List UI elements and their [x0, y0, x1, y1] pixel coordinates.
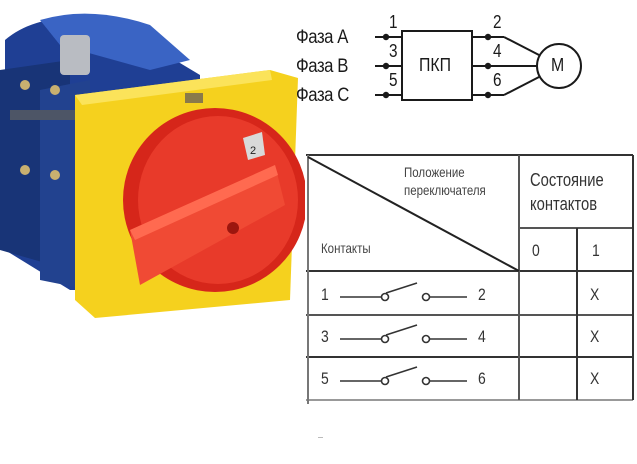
position-0-header: 0: [532, 241, 540, 260]
row-3-to: 6: [478, 369, 486, 388]
phase-c-label: Фаза C: [296, 85, 349, 106]
row-2-from: 3: [321, 327, 329, 346]
row-3-pos1: X: [590, 369, 600, 388]
phase-b-label: Фаза B: [296, 56, 348, 77]
header-position-line1: Положение: [404, 164, 465, 180]
terminal-2: 2: [493, 12, 502, 32]
motor-symbol: [536, 43, 582, 89]
stray-mark: [318, 437, 323, 438]
cam-switch-photo: 2: [0, 13, 305, 318]
terminal-1: 1: [389, 12, 398, 32]
row-2-to: 4: [478, 327, 486, 346]
row-1-pos1: X: [590, 285, 600, 304]
terminal-4: 4: [493, 41, 502, 61]
header-contacts: Контакты: [321, 240, 371, 256]
motor-label: M: [551, 55, 565, 75]
header-position-line2: переключателя: [404, 182, 486, 198]
terminal-3: 3: [389, 41, 398, 61]
terminal-6: 6: [493, 70, 502, 90]
header-state-line2: контактов: [530, 194, 598, 214]
row-3-from: 5: [321, 369, 329, 388]
header-state-line1: Состояние: [530, 170, 604, 190]
position-label: 2: [250, 145, 256, 157]
terminal-5: 5: [389, 70, 398, 90]
rotary-handle: 2: [123, 108, 305, 292]
row-1-from: 1: [321, 285, 329, 304]
position-1-header: 1: [592, 241, 600, 260]
wiring-diagram: [375, 30, 582, 101]
phase-a-label: Фаза A: [296, 27, 348, 48]
switch-label: ПКП: [419, 55, 452, 75]
row-2-pos1: X: [590, 327, 600, 346]
row-1-to: 2: [478, 285, 486, 304]
